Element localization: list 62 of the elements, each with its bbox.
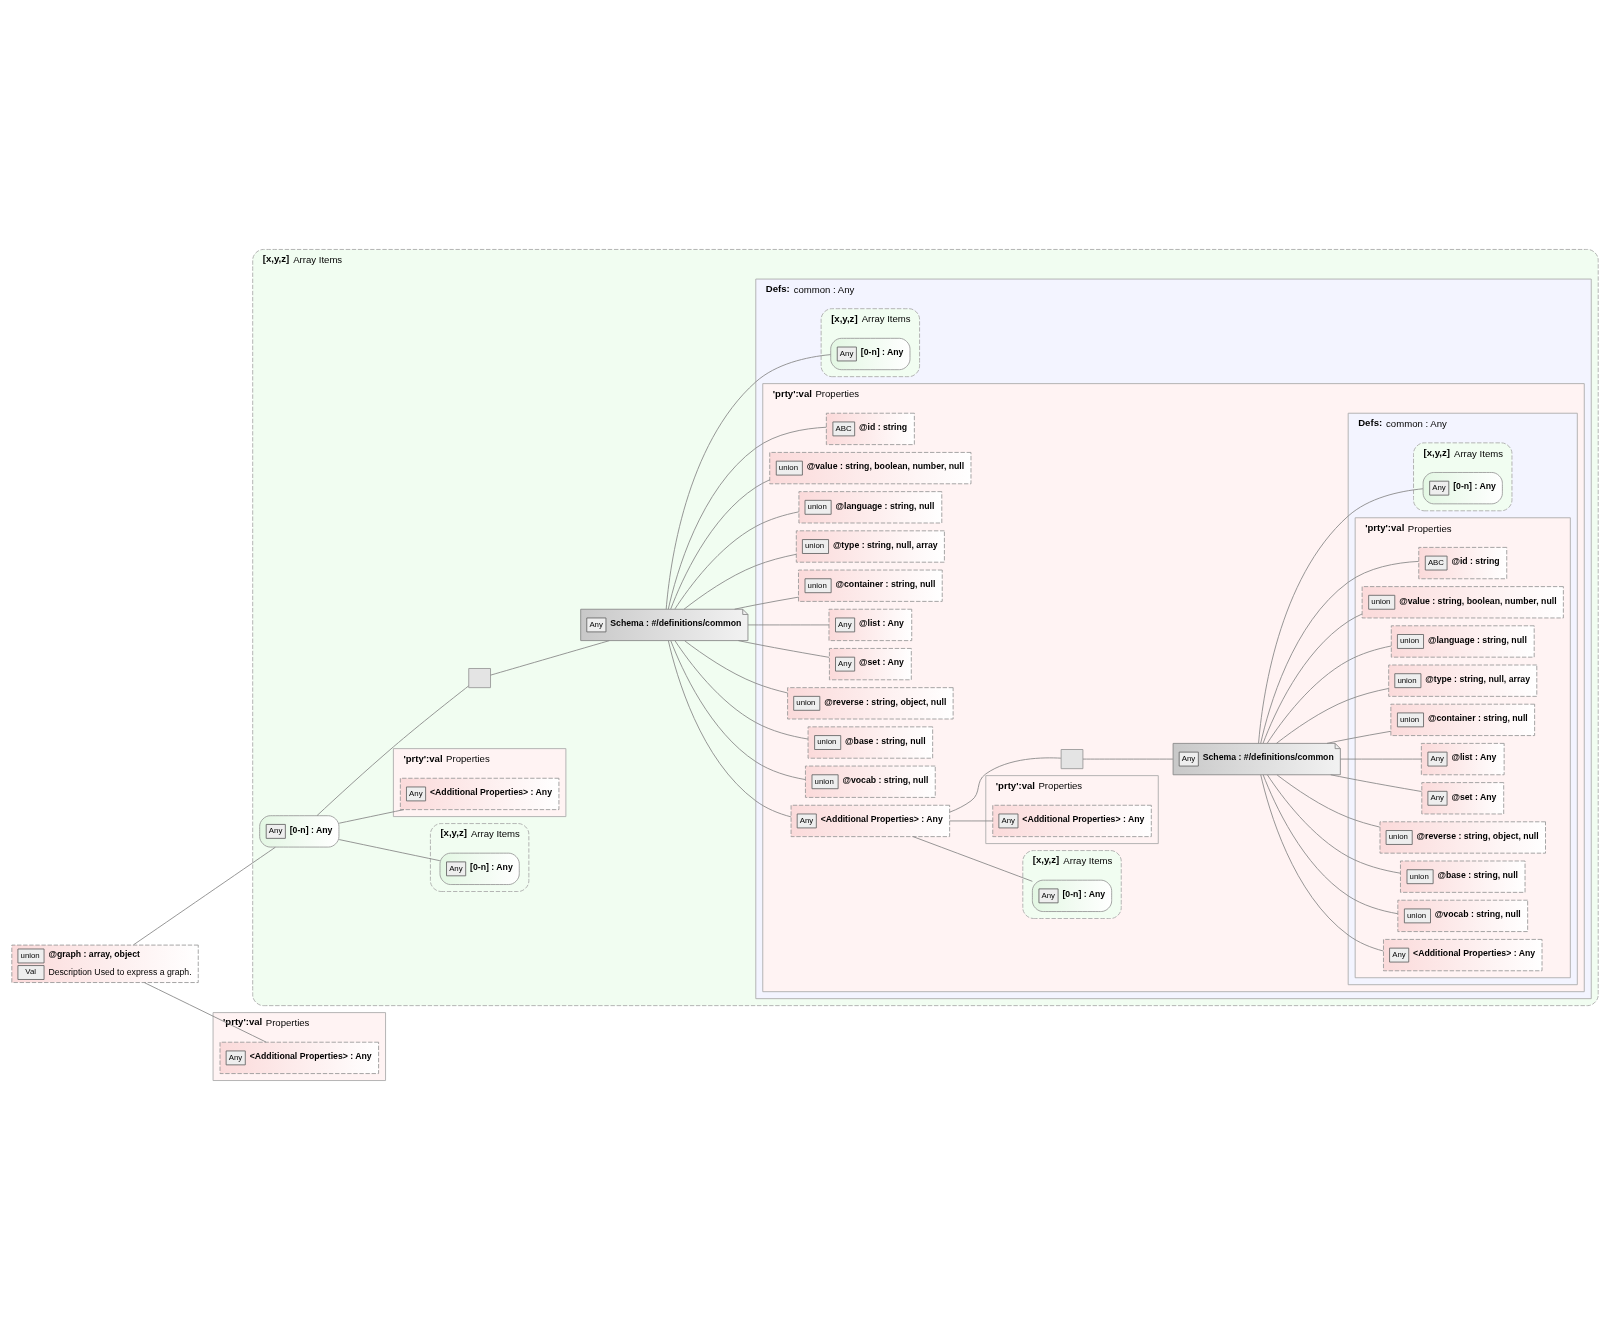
- connector: [1276, 688, 1389, 744]
- node-box: Any <Additional Properties> : Any: [992, 804, 1152, 838]
- node-box: union @type : string, null, array: [1388, 664, 1538, 697]
- connector: [912, 836, 1033, 882]
- node-box: Any [0-n] : Any: [439, 852, 520, 885]
- connector: [1082, 758, 1174, 760]
- node-box: ABC @id : string: [1418, 546, 1508, 580]
- node-box: union @reverse : string, object, null: [787, 687, 954, 720]
- node-box: union @container : string, null: [1390, 703, 1536, 736]
- node-box: union @base : string, null: [1400, 860, 1526, 893]
- node-box: union @value : string, boolean, number, null: [769, 452, 972, 485]
- node-box: union @container : string, null: [798, 569, 943, 602]
- node-box: union @type : string, null, array: [795, 530, 945, 563]
- node-box: Any [0-n] : Any: [1031, 879, 1113, 912]
- node-box: union @base : string, null: [807, 726, 934, 759]
- node-box: union @reverse : string, object, null: [1379, 821, 1546, 854]
- connector: [667, 640, 792, 818]
- connector: [1262, 613, 1363, 744]
- connector: [949, 757, 1062, 813]
- connector: [1330, 774, 1422, 792]
- node-box: Any <Additional Properties> : Any: [399, 777, 560, 811]
- node-box: union @vocab : string, null: [805, 765, 936, 798]
- connector: [338, 809, 405, 824]
- node-box: Any @set : Any: [828, 648, 912, 681]
- connector: [683, 553, 797, 610]
- connector: [949, 820, 994, 822]
- connector: [734, 596, 799, 610]
- node-box: Any <Additional Properties> : Any: [219, 1041, 379, 1074]
- node-box: Any <Additional Properties> : Any: [790, 804, 951, 838]
- node-box: [468, 668, 491, 689]
- node-box: [1060, 749, 1084, 770]
- node-box: Any [0-n] : Any: [259, 815, 340, 848]
- connector: [674, 640, 809, 740]
- connector: [490, 640, 610, 676]
- connector: [1262, 774, 1399, 915]
- connector: [670, 479, 771, 610]
- connector: [338, 839, 441, 862]
- node-box: union @value : string, boolean, number, null: [1361, 586, 1564, 619]
- connector: [143, 982, 267, 1043]
- connector: [1266, 774, 1401, 874]
- connector: [737, 640, 830, 658]
- connector: [1339, 758, 1422, 760]
- node-box: Any @set : Any: [1421, 782, 1505, 815]
- node-box: union @language : string, null: [1390, 625, 1535, 658]
- node-box: Any <Additional Properties> : Any: [1383, 939, 1543, 972]
- connector: [1326, 730, 1392, 744]
- node-box: ABC @id : string: [825, 412, 915, 446]
- node-box: Any [0-n] : Any: [830, 337, 911, 371]
- node-box: Any [0-n] : Any: [1422, 472, 1503, 505]
- node-box: Any @list : Any: [1420, 742, 1505, 776]
- connector: [684, 640, 788, 694]
- connector: [1276, 774, 1381, 828]
- connector: [1266, 645, 1392, 744]
- node-box: Any @list : Any: [828, 608, 913, 642]
- connector: [670, 640, 806, 780]
- connector: [674, 511, 800, 610]
- connector: [133, 846, 276, 946]
- connector: [747, 624, 830, 626]
- connector: [316, 685, 470, 816]
- node-box: union @language : string, null: [798, 491, 943, 524]
- connector: [1260, 774, 1384, 952]
- node-box: union @vocab : string, null: [1397, 899, 1529, 932]
